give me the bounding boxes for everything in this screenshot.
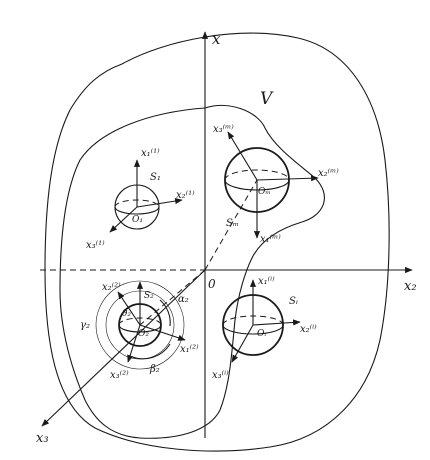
label-volume: V — [260, 89, 274, 109]
sphere-2: O₂ S₂ x₁⁽²⁾ x₂⁽²⁾ x₃⁽²⁾ α₂ β₂ γ₂ θ₂ — [80, 269, 206, 381]
sphere-m-name: Oₘ — [258, 187, 271, 197]
sphere-i-surface: Sᵢ — [289, 296, 298, 307]
axis-x3 — [41, 269, 206, 427]
sphere-i-x1-label: x₁⁽ⁱ⁾ — [258, 276, 275, 287]
sphere-1-x1-label: x₁⁽¹⁾ — [141, 148, 160, 159]
label-x2-axis: x₂ — [404, 279, 417, 294]
sphere-2-x3-label: x₃⁽²⁾ — [110, 370, 129, 381]
label-x-axis: x — [212, 30, 221, 48]
sphere-1-name: O₁ — [132, 215, 143, 225]
sphere-m-surface: Sₘ — [226, 218, 239, 229]
sphere-m-x3-label: x₃⁽ᵐ⁾ — [213, 124, 234, 135]
sphere-2-theta: θ₂ — [122, 309, 131, 319]
sphere-m-x1-label: x₁⁽ᵐ⁾ — [260, 234, 281, 245]
sphere-2-name: O₂ — [138, 329, 149, 339]
sphere-i-x2-label: x₂⁽ⁱ⁾ — [300, 324, 317, 335]
sphere-i-x3-label: x₃⁽ⁱ⁾ — [212, 370, 229, 381]
sphere-2-surface: S₂ — [144, 291, 154, 301]
sphere-m-x2-label: x₂⁽ᵐ⁾ — [318, 168, 339, 179]
sphere-2-alpha: α₂ — [178, 294, 189, 305]
inner-boundary — [59, 104, 325, 439]
label-x3-axis: x₃ — [36, 431, 49, 446]
label-origin: 0 — [208, 277, 216, 291]
sphere-1-surface: S₁ — [150, 172, 161, 183]
sphere-2-gamma: γ₂ — [80, 320, 90, 331]
sphere-2-x1-label: x₁⁽²⁾ — [180, 344, 199, 355]
sphere-i-name: Oᵢ — [257, 329, 266, 339]
sphere-1-x2-label: x₂⁽¹⁾ — [176, 190, 195, 201]
outer-boundary — [44, 32, 390, 452]
sphere-2-x2-label: x₂⁽²⁾ — [102, 282, 121, 293]
sphere-i: Oᵢ Sᵢ x₁⁽ⁱ⁾ x₂⁽ⁱ⁾ x₃⁽ⁱ⁾ — [212, 276, 317, 381]
sphere-1-x3-label: x₃⁽¹⁾ — [86, 240, 105, 251]
sphere-m: Oₘ Sₘ x₁⁽ᵐ⁾ x₂⁽ᵐ⁾ x₃⁽ᵐ⁾ — [204, 124, 339, 271]
sphere-2-beta: β₂ — [149, 364, 160, 375]
sphere-1: O₁ S₁ x₁⁽¹⁾ x₂⁽¹⁾ x₃⁽¹⁾ — [86, 148, 195, 251]
